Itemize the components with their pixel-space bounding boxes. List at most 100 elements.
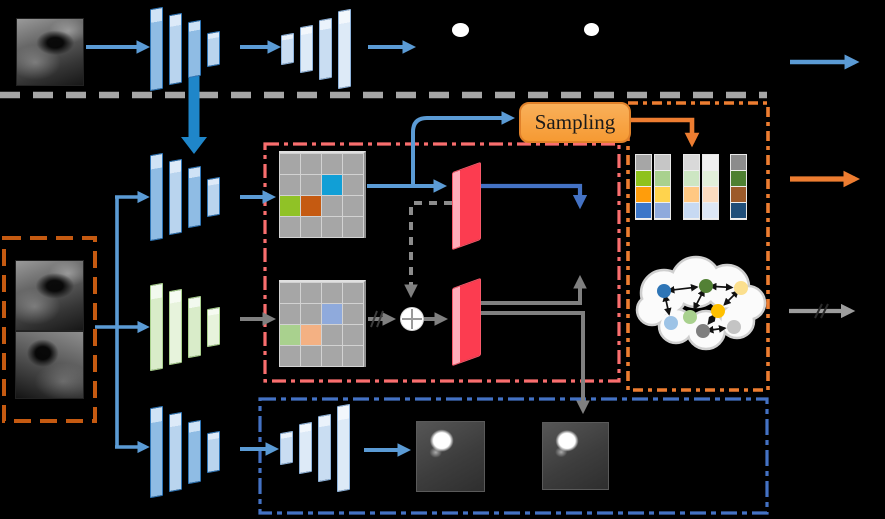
feature-cell	[322, 283, 342, 303]
graph-node	[711, 304, 725, 318]
feature-vector-column	[683, 154, 700, 220]
graph-node	[664, 316, 678, 330]
feature-vector-cell	[684, 155, 699, 171]
feature-cell	[322, 196, 342, 216]
encoder-layer	[188, 19, 201, 79]
graph-edge	[662, 293, 672, 316]
feature-cell	[343, 196, 363, 216]
feature-vector-cell	[731, 203, 746, 219]
encoder-layer	[150, 6, 163, 92]
feature-cell	[280, 304, 300, 324]
plus-circle-icon	[401, 308, 423, 330]
feature-cell	[280, 325, 300, 345]
feature-vector-column	[702, 154, 719, 220]
ultrasound-image-1	[15, 260, 84, 331]
encoder-layer	[207, 176, 220, 218]
graph-edge	[708, 282, 734, 291]
pred-mask-blob	[452, 23, 469, 37]
encoder-layer	[207, 306, 220, 348]
decoder-layer	[318, 413, 331, 483]
sampling-box: Sampling	[519, 102, 631, 143]
feature-vector-cell	[684, 203, 699, 219]
encoder-layer	[207, 430, 220, 474]
feature-vector-cell	[703, 203, 718, 219]
decoder-layer	[299, 421, 312, 475]
graph-node	[696, 324, 710, 338]
feature-vector-cell	[684, 171, 699, 187]
arrow-sampling-to-stack	[627, 117, 700, 148]
feature-vector-column	[635, 154, 652, 220]
feature-cell	[301, 346, 321, 366]
stopgrad-slash	[370, 310, 378, 328]
feature-vector-cell	[731, 155, 746, 171]
online-encoder	[150, 150, 240, 244]
feature-cell	[301, 304, 321, 324]
encoder-layer	[169, 411, 182, 493]
graph-node	[657, 284, 671, 298]
graph-edge	[705, 325, 727, 334]
legend-slash	[820, 303, 829, 319]
feature-vector-cell	[731, 171, 746, 187]
decoder-layer	[338, 8, 351, 90]
decoder-layer	[280, 430, 293, 466]
feature-stack-sampled	[683, 154, 719, 220]
feature-vector-cell	[703, 155, 718, 171]
decoder-layer	[281, 32, 294, 66]
feature-cell	[301, 283, 321, 303]
sampling-label: Sampling	[534, 110, 616, 134]
graph-edge	[707, 313, 717, 326]
feature-cell	[301, 325, 321, 345]
feature-cell	[280, 196, 300, 216]
pretrain-decoder	[281, 8, 367, 90]
feature-cell	[280, 154, 300, 174]
encoder-layer	[169, 288, 182, 366]
feature-cell	[343, 346, 363, 366]
feature-cell	[322, 346, 342, 366]
legend-slash	[814, 303, 823, 319]
feature-cell	[280, 283, 300, 303]
encoder-layer	[169, 12, 182, 86]
encoder-layer	[150, 282, 163, 372]
student-encoder	[150, 402, 240, 502]
feature-vector-column	[654, 154, 671, 220]
feature-cell	[343, 175, 363, 195]
decoder-layer	[319, 17, 332, 81]
feature-vector-cell	[636, 171, 651, 187]
gt-mask-blob	[584, 23, 599, 36]
feature-cell	[280, 175, 300, 195]
feature-vector-cell	[684, 187, 699, 203]
feature-cell	[280, 217, 300, 237]
graph-node	[699, 279, 713, 293]
feature-cell	[301, 217, 321, 237]
graph-edge	[693, 288, 705, 311]
graph-node	[683, 310, 697, 324]
output-heatmap-2	[542, 422, 609, 490]
arrow-momentum-projector-to-loss	[481, 274, 587, 305]
prototype-graph	[657, 279, 748, 338]
momentum-encoder	[150, 280, 240, 374]
graph-edge	[666, 283, 699, 294]
stopgrad-slash	[376, 310, 384, 328]
memory-bank-stack	[730, 154, 747, 220]
encoder-layer	[150, 405, 163, 499]
momentum-projector	[452, 268, 482, 367]
momentum-feature-grid	[279, 280, 366, 367]
feature-cell	[343, 154, 363, 174]
feature-vector-cell	[636, 187, 651, 203]
online-projector	[452, 152, 482, 251]
graph-node	[727, 320, 741, 334]
encoder-layer	[188, 295, 201, 359]
arrow-momentum-to-segmentation	[481, 311, 590, 415]
memory-box	[626, 101, 770, 392]
feature-vector-cell	[636, 155, 651, 171]
feature-cell	[343, 325, 363, 345]
feature-cell	[280, 346, 300, 366]
feature-vector-column	[730, 154, 747, 220]
encoder-layer	[188, 419, 201, 485]
memory-cloud	[635, 255, 767, 351]
decoder-layer	[337, 403, 350, 493]
feature-cell	[343, 283, 363, 303]
feature-cell	[322, 325, 342, 345]
feature-cell	[343, 304, 363, 324]
ultrasound-image-2	[15, 331, 84, 399]
